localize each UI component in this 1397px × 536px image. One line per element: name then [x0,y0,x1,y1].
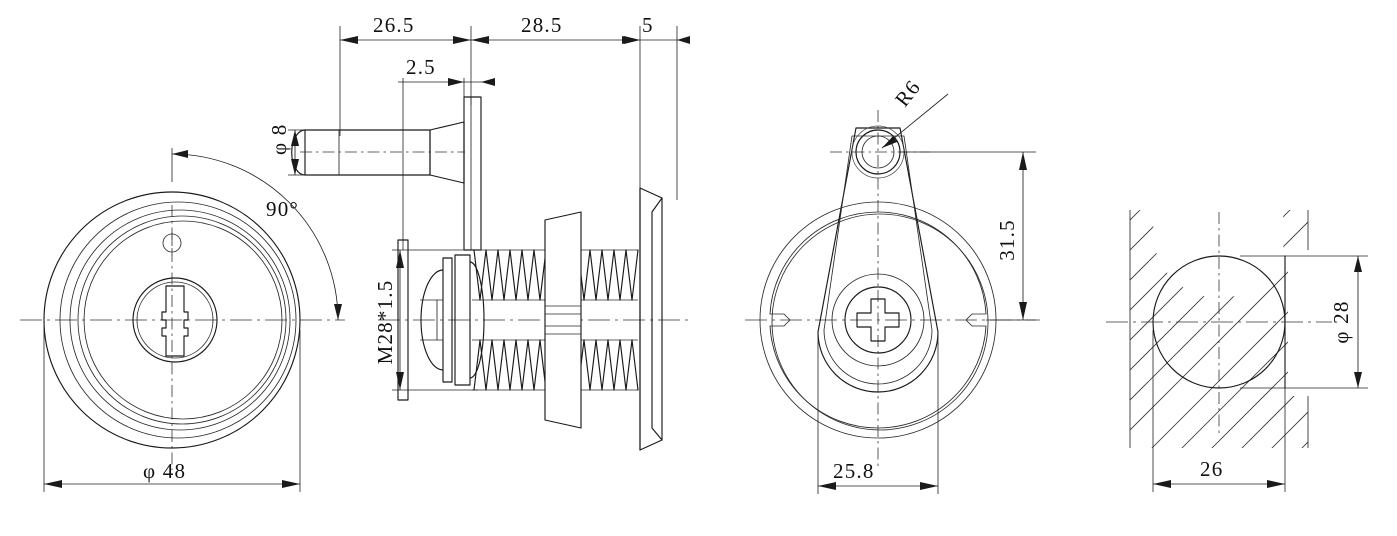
dim-hole-flat-width: 26 [1200,457,1223,481]
front-keyway-slot [161,285,189,357]
cam-screw-head [844,286,912,354]
body-bezel-dome [420,269,444,371]
cam-arm [817,127,939,393]
dim-26-arrow-left [1153,480,1171,488]
dim-265-arrow-right [453,36,471,44]
cam-arm-inner-offset [823,135,933,385]
body-faceplate [397,239,409,401]
rear-cam-view: R6 31.5 25.8 [745,75,1040,494]
body-keyway-section [436,299,444,341]
dim-phi8-arrow-top [291,130,299,146]
dim-phi8-arrow-bot [291,159,299,175]
dim-5-arrow-right [677,36,690,44]
dim-315-arrow-bot [1019,302,1027,320]
dim-barrel-length: 28.5 [521,13,563,37]
dim-rotation-angle: 90° [266,197,299,221]
body-end-flange [639,187,663,451]
body-end-flange-chamfer [651,197,663,441]
dim-285-arrow-left [471,36,489,44]
dim-key-shank-diameter: φ 8 [267,124,291,155]
key-taper [429,121,465,184]
rotation-arc-arrow-end [334,304,342,320]
dim-front-diameter: φ 48 [143,459,186,483]
dim-5-arrow-left [624,36,640,44]
phillips-cross-recess [856,298,900,342]
front-key-plug [132,277,218,363]
thread-zigzag-top-left [473,249,547,301]
cam-pivot-hole-inner [861,135,895,169]
key-blade [463,96,482,251]
dim-key-head-thickness: 2.5 [406,55,436,79]
rotation-arc-arrow-start [172,150,188,158]
hole-flat-mask-right [1288,250,1328,396]
front-bezel-ring-4 [77,215,287,425]
dim-26-arrow-right [1267,480,1285,488]
thread-zigzag-bottom-left [473,339,547,391]
dim-258-arrow-left [818,482,836,490]
dim-265-arrow-left [340,36,358,44]
dim-thread-spec: M28*1.5 [373,280,397,365]
body-bezel-plate [442,257,453,383]
r6-leader-arrow [882,136,897,148]
front-bezel-outer-ring [43,191,301,449]
rear-body-ring-2 [771,213,989,431]
front-bezel-ring-2 [59,201,297,439]
front-view: 90° φ 48 [20,148,345,492]
front-bezel-ring-3 [69,209,291,431]
dim-key-length: 26.5 [373,13,415,37]
dim-phi28-arrow-bot [1354,372,1362,388]
cam-screw-boss-outer [831,273,925,367]
dim-cam-width: 25.8 [833,459,875,483]
dim-25-arrow-right [481,78,495,86]
dim-315-arrow-top [1019,152,1027,170]
dim-cam-hole-radius: R6 [890,75,925,111]
body-washer [454,254,471,386]
dim-phi28-arrow-top [1354,256,1362,272]
key-shank-tip [291,129,306,176]
rear-housing-notched-ring [769,211,987,429]
front-bezel-ring-5 [83,220,283,420]
body-nut [544,211,582,429]
mounting-hole-view: φ 28 26 [1106,210,1368,492]
dim-258-arrow-right [920,482,938,490]
dim-phi48-arrow-right [282,480,300,488]
nut-mask [545,212,581,428]
dim-m28-arrow-top [396,250,404,268]
dim-phi48-arrow-left [44,480,62,488]
dim-hole-diameter: φ 28 [1329,300,1353,343]
dim-flange-thickness: 5 [642,13,654,37]
rotation-arc [171,153,339,321]
key-shank-body [304,129,431,176]
dim-cam-hole-offset: 31.5 [995,219,1019,261]
side-section-view: φ 8 [267,13,690,451]
dim-m28-arrow-bot [396,372,404,390]
front-key-plug-inner [136,281,214,359]
dim-25-arrow-left [448,78,464,86]
